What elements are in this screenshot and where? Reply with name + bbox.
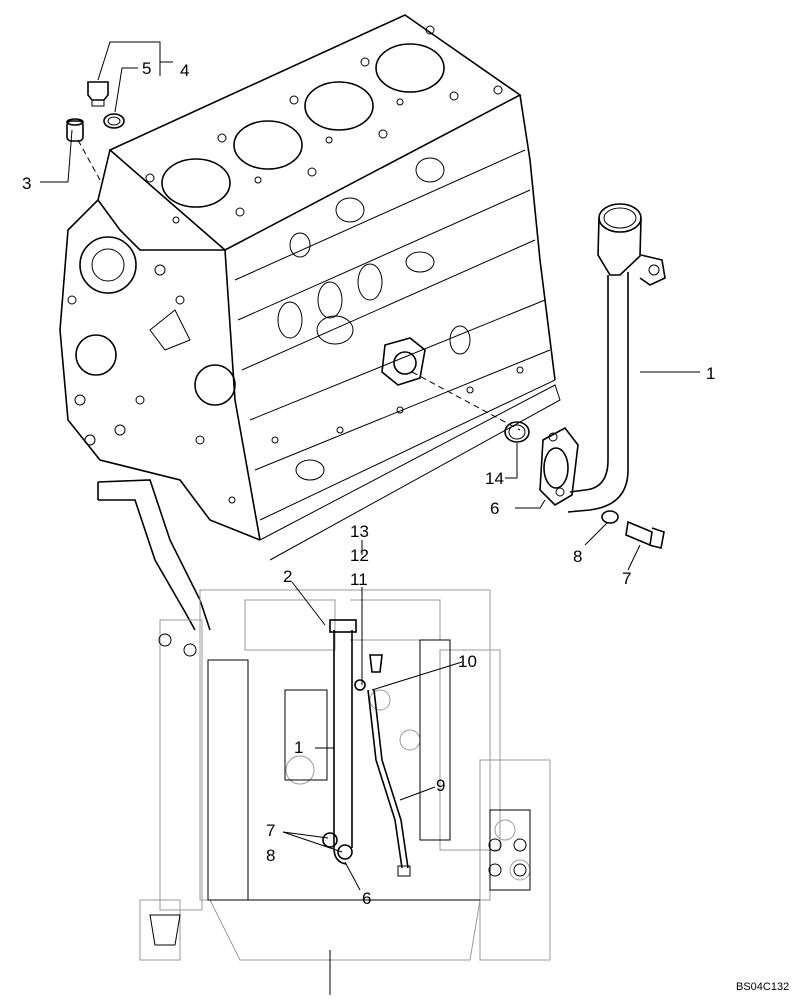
bolt-part-7 [625,520,665,549]
callout-7-bolt: 7 [622,569,631,588]
callout-13: 13 [350,522,369,541]
callout-6-lower: 6 [362,889,371,908]
callout-1-pipe: 1 [706,364,715,383]
callout-7-lower: 7 [266,821,275,840]
callout-5-drain-plug: 5 [142,59,151,78]
callout-11: 11 [350,570,368,589]
callout-1-tube: 1 [294,738,303,757]
engine-block [59,14,561,561]
callout-14-o-ring: 14 [485,469,504,488]
sealing-washer-part-5 [103,113,125,129]
alignment-line-plug [77,139,101,181]
drain-plug-part-5 [87,81,109,107]
callout-4-plug-assembly: 4 [180,61,189,80]
alignment-line-port [411,371,521,431]
callout-8-lower: 8 [266,846,275,865]
callout-8-washer: 8 [573,547,582,566]
oil-suction-pipe-part-1 [539,203,666,513]
washer-part-8 [601,510,619,524]
callout-12: 12 [350,546,369,565]
o-ring-part-14 [504,421,530,443]
callout-9-dipstick-tube: 9 [436,776,445,795]
callout-3-plug: 3 [22,174,31,193]
callout-10: 10 [458,652,477,671]
engine-assembly-lower [97,479,551,995]
callout-6-flange: 6 [490,499,499,518]
plug-part-3 [66,118,84,142]
callout-2: 2 [283,567,292,586]
figure-reference-code: BS04C132 [736,981,789,993]
